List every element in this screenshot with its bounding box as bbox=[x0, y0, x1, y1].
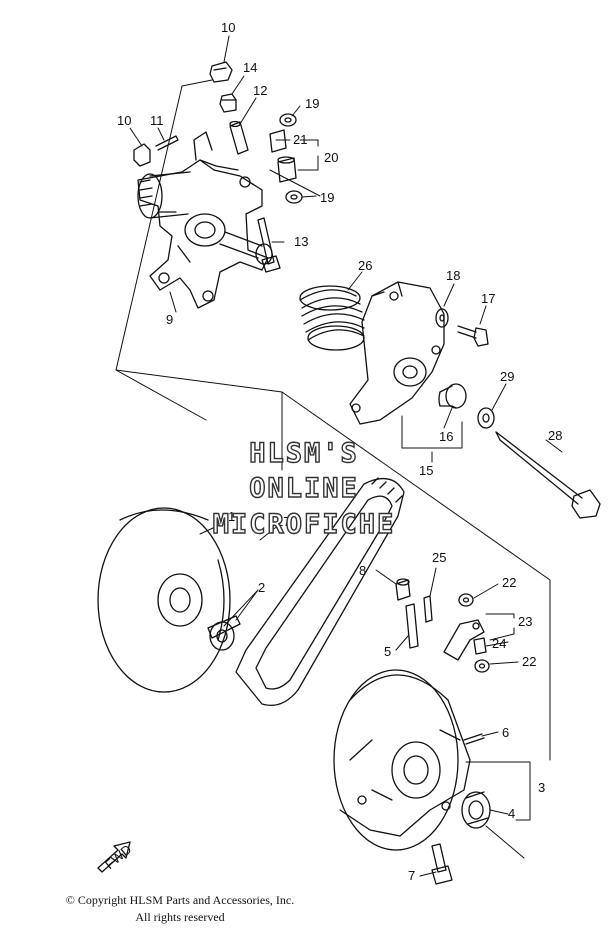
callout-10-left: 10 bbox=[117, 113, 131, 128]
callout-28: 28 bbox=[548, 428, 562, 443]
callout-22-top: 22 bbox=[502, 575, 516, 590]
part-17 bbox=[457, 325, 489, 347]
part-11 bbox=[155, 135, 179, 151]
callout-10-top: 10 bbox=[221, 20, 235, 35]
part-19-bottom bbox=[285, 190, 303, 204]
callout-18: 18 bbox=[446, 268, 460, 283]
callout-26: 26 bbox=[358, 258, 372, 273]
callout-16: 16 bbox=[439, 429, 453, 444]
spider-assembly bbox=[137, 131, 273, 309]
part-28 bbox=[495, 431, 601, 519]
bushing-4 bbox=[461, 791, 491, 829]
part-18 bbox=[435, 308, 449, 328]
callout-4: 4 bbox=[508, 806, 515, 821]
bushing-16 bbox=[438, 383, 467, 409]
watermark-line3: MICROFICHE bbox=[213, 509, 396, 540]
part-10-top bbox=[209, 61, 233, 83]
part-22-bottom bbox=[474, 659, 490, 673]
rights-notice: All rights reserved bbox=[135, 910, 225, 924]
callout-2: 2 bbox=[258, 580, 265, 595]
part-7 bbox=[431, 843, 453, 885]
part-23 bbox=[443, 619, 485, 661]
callout-8: 8 bbox=[359, 563, 366, 578]
callout-12: 12 bbox=[253, 83, 267, 98]
callout-1: 1 bbox=[228, 509, 235, 524]
callout-20: 20 bbox=[324, 150, 338, 165]
fwd-arrow-icon bbox=[97, 841, 131, 873]
part-10-left bbox=[133, 143, 151, 167]
part-24 bbox=[473, 637, 487, 655]
part-29 bbox=[477, 407, 495, 429]
callout-21: 21 bbox=[293, 132, 307, 147]
part-12 bbox=[229, 120, 249, 155]
callout-14: 14 bbox=[243, 60, 257, 75]
part-2 bbox=[207, 615, 241, 651]
callout-22-bottom: 22 bbox=[522, 654, 536, 669]
cover-15 bbox=[349, 281, 445, 425]
part-25 bbox=[423, 595, 433, 623]
callout-6: 6 bbox=[502, 725, 509, 740]
watermark: HLSM'S ONLINE MICROFICHE bbox=[212, 437, 396, 540]
watermark-line2: ONLINE bbox=[249, 473, 359, 504]
callout-27: 27 bbox=[276, 514, 290, 529]
copyright-notice: © Copyright HLSM Parts and Accessories, … bbox=[65, 893, 295, 907]
watermark-line1: HLSM'S bbox=[249, 438, 359, 469]
spring-26 bbox=[299, 285, 365, 351]
part-8 bbox=[395, 578, 411, 601]
callout-25: 25 bbox=[432, 550, 446, 565]
driven-clutch-3 bbox=[333, 669, 471, 851]
part-14 bbox=[219, 93, 237, 113]
callout-24: 24 bbox=[492, 636, 506, 651]
callout-19-top: 19 bbox=[305, 96, 319, 111]
callout-3: 3 bbox=[538, 780, 545, 795]
callout-11: 11 bbox=[150, 113, 164, 128]
callout-7: 7 bbox=[408, 868, 415, 883]
callout-17: 17 bbox=[481, 291, 495, 306]
callout-15: 15 bbox=[419, 463, 433, 478]
part-22-top bbox=[458, 593, 474, 607]
belt-27 bbox=[235, 477, 405, 707]
callout-23: 23 bbox=[518, 614, 532, 629]
part-6 bbox=[463, 733, 485, 745]
leader-lines bbox=[115, 35, 563, 877]
part-19-top bbox=[279, 113, 297, 127]
callout-9: 9 bbox=[166, 312, 173, 327]
callout-5: 5 bbox=[384, 644, 391, 659]
callout-29: 29 bbox=[500, 369, 514, 384]
part-5 bbox=[405, 603, 419, 649]
callout-numbers: 10 14 12 10 11 19 21 20 19 13 9 26 18 17… bbox=[117, 20, 562, 883]
sheave-1 bbox=[97, 507, 231, 693]
callout-19-bottom: 19 bbox=[320, 190, 334, 205]
part-13 bbox=[257, 217, 281, 273]
callout-13: 13 bbox=[294, 234, 308, 249]
